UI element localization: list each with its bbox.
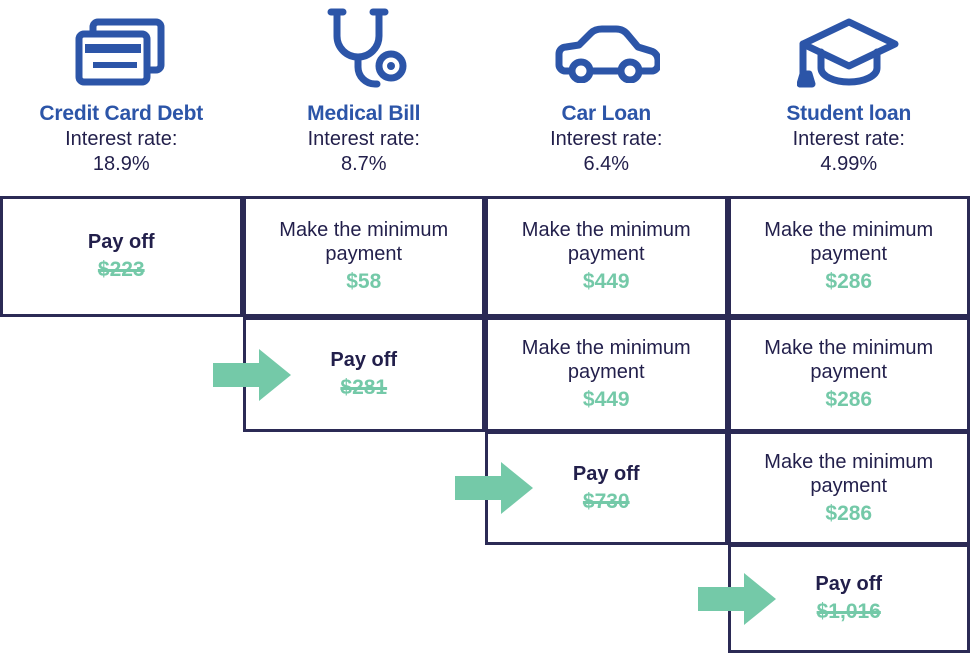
stethoscope-icon bbox=[321, 2, 407, 102]
payoff-cell: Pay off $223 bbox=[0, 196, 243, 317]
interest-rate-label: Interest rate: bbox=[65, 127, 178, 150]
minimum-payment-cell: Make the minimum payment $449 bbox=[485, 317, 728, 432]
car-icon bbox=[552, 2, 661, 102]
graduation-cap-icon bbox=[796, 2, 901, 102]
cell-action-label: Make the minimum payment bbox=[521, 337, 691, 384]
interest-rate-label: Interest rate: bbox=[792, 127, 905, 150]
cell-amount: $1,016 bbox=[816, 600, 881, 624]
debt-title: Car Loan bbox=[561, 102, 652, 125]
cell-action-label: Make the minimum payment bbox=[764, 450, 934, 497]
payoff-cell: Pay off $281 bbox=[242, 317, 485, 432]
minimum-payment-cell: Make the minimum payment $286 bbox=[727, 317, 970, 432]
cell-amount: $449 bbox=[582, 270, 630, 294]
payoff-cell: Pay off $730 bbox=[485, 431, 728, 545]
cell-action-label: Pay off bbox=[815, 573, 883, 596]
minimum-payment-cell: Make the minimum payment $58 bbox=[242, 196, 485, 317]
debt-title: Student loan bbox=[786, 102, 912, 125]
cell-action-label: Make the minimum payment bbox=[521, 219, 691, 266]
interest-rate-label: Interest rate: bbox=[307, 127, 420, 150]
cell-amount: $286 bbox=[825, 388, 873, 412]
interest-rate-value: 6.4% bbox=[583, 153, 630, 176]
cell-action-label: Make the minimum payment bbox=[279, 219, 449, 266]
interest-rate-value: 18.9% bbox=[92, 153, 150, 176]
interest-rate-label: Interest rate: bbox=[550, 127, 663, 150]
payoff-cell: Pay off $1,016 bbox=[727, 544, 970, 653]
cell-amount: $449 bbox=[582, 388, 630, 412]
interest-rate-value: 8.7% bbox=[340, 153, 387, 176]
cell-action-label: Pay off bbox=[87, 231, 155, 254]
credit-card-icon bbox=[73, 2, 169, 102]
cell-action-label: Pay off bbox=[572, 462, 640, 485]
cell-amount: $286 bbox=[825, 270, 873, 294]
cell-amount: $223 bbox=[97, 258, 145, 282]
cell-action-label: Make the minimum payment bbox=[764, 337, 934, 384]
cell-amount: $730 bbox=[582, 489, 630, 513]
minimum-payment-cell: Make the minimum payment $286 bbox=[727, 196, 970, 317]
cell-amount: $281 bbox=[340, 376, 388, 400]
minimum-payment-cell: Make the minimum payment $449 bbox=[485, 196, 728, 317]
cell-amount: $58 bbox=[346, 270, 382, 294]
minimum-payment-cell: Make the minimum payment $286 bbox=[727, 431, 970, 545]
cell-amount: $286 bbox=[825, 501, 873, 525]
debt-title: Credit Card Debt bbox=[39, 102, 204, 125]
debt-title: Medical Bill bbox=[307, 102, 421, 125]
cell-action-label: Make the minimum payment bbox=[764, 219, 934, 266]
interest-rate-value: 4.99% bbox=[820, 153, 878, 176]
cell-action-label: Pay off bbox=[330, 349, 398, 372]
